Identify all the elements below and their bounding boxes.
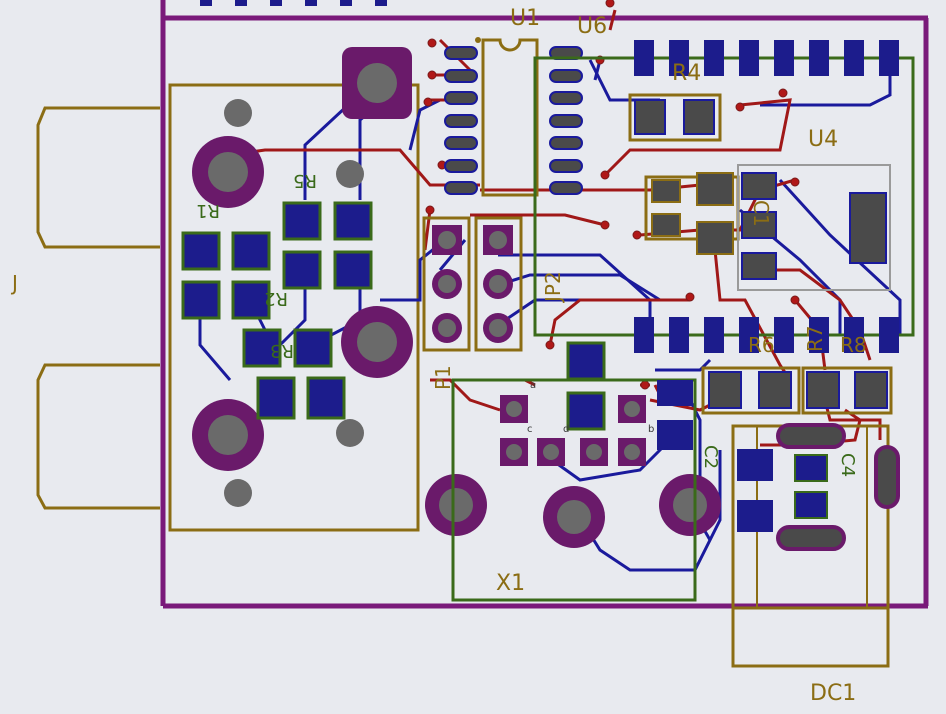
r2-label: R2 bbox=[264, 288, 288, 309]
c4-label: C4 bbox=[837, 453, 858, 477]
dc1-label: DC1 bbox=[810, 681, 856, 706]
resistor-pads-left bbox=[181, 201, 373, 420]
c1-component: C1 bbox=[644, 164, 891, 291]
u4-bottom-pads bbox=[634, 317, 899, 353]
header-jp2: JP2 bbox=[474, 216, 565, 352]
r6-label: R6 bbox=[748, 333, 775, 357]
pin-mark-b: b bbox=[648, 424, 654, 435]
pin-mark-c: c bbox=[527, 424, 533, 435]
u1-chip: U1 U6 bbox=[444, 6, 607, 197]
header-p1: P1 bbox=[422, 216, 471, 390]
th-pad bbox=[659, 474, 721, 536]
c2-label: C2 bbox=[700, 445, 721, 469]
module-outline bbox=[168, 83, 420, 532]
r5-label: R5 bbox=[293, 170, 317, 191]
pin-mark-d: d bbox=[563, 424, 569, 435]
edge-label: J bbox=[10, 271, 18, 295]
u6-label: U6 bbox=[577, 14, 607, 39]
x1-pads: a c b d bbox=[500, 341, 693, 466]
pin-mark-a: a bbox=[530, 380, 536, 391]
dc1-component: DC1 C2 C4 bbox=[700, 423, 900, 706]
c1-label: C1 bbox=[749, 200, 773, 227]
large-through-hole-pads bbox=[192, 47, 721, 548]
th-pad bbox=[341, 306, 413, 378]
u1-label: U1 bbox=[510, 6, 540, 31]
resistor-labels-left: R1 R5 R2 R3 bbox=[196, 170, 317, 361]
r7-label: R7 bbox=[803, 325, 827, 352]
th-pad bbox=[342, 47, 412, 119]
top-edge-pads bbox=[200, 0, 387, 6]
th-pad bbox=[192, 136, 264, 208]
r3-label: R3 bbox=[270, 340, 294, 361]
u4-label: U4 bbox=[808, 127, 838, 152]
p1-label: P1 bbox=[431, 365, 455, 390]
r6-r7-r8-components: R6 R7 R8 bbox=[701, 325, 893, 415]
th-pad bbox=[192, 399, 264, 471]
th-pad bbox=[425, 474, 487, 536]
u4-top-pads bbox=[634, 40, 899, 76]
mounting-holes bbox=[224, 99, 364, 507]
r4-component: R4 bbox=[628, 61, 722, 142]
r4-label: R4 bbox=[672, 61, 701, 86]
left-connector-top bbox=[36, 106, 160, 510]
jp2-label: JP2 bbox=[541, 271, 565, 304]
bottom-copper-traces bbox=[198, 59, 902, 572]
board-outline bbox=[160, 0, 929, 609]
r8-label: R8 bbox=[840, 333, 867, 357]
th-pad bbox=[543, 486, 605, 548]
r1-label: R1 bbox=[196, 200, 220, 221]
x1-label: X1 bbox=[496, 571, 525, 596]
